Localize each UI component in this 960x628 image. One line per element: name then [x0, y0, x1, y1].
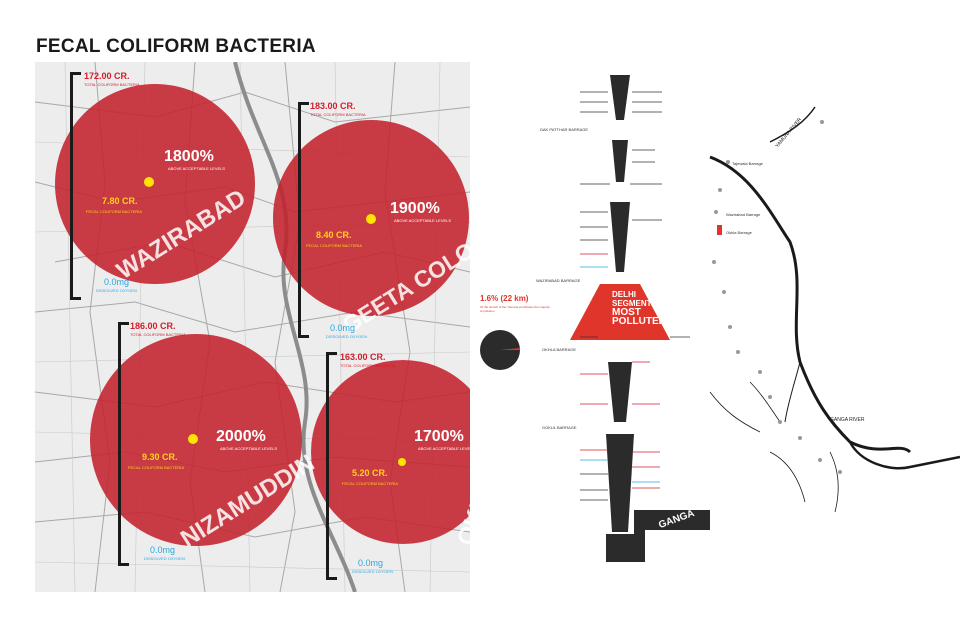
pie-value: 1.6% (22 km): [480, 294, 529, 303]
geeta-colony-sample-dot: [366, 214, 376, 224]
delhi-segment-shape: [570, 284, 670, 340]
tajewala-label: Tajewala Barrage: [732, 161, 763, 166]
okhla-percent: 1700%: [414, 428, 464, 445]
nizamuddin-bracket: [118, 322, 129, 566]
nizamuddin-percent-label: ABOVE ACCEPTABLE LEVELS: [220, 446, 278, 451]
wazirabad-measured: 7.80 CR.: [102, 196, 138, 206]
okhla-bracket: [326, 352, 337, 580]
wazirabad-measured-label: FECAL COLIFORM BACTERIA: [86, 209, 143, 214]
geeta-colony-measured: 8.40 CR.: [316, 230, 352, 240]
geeta-colony-total-label: TOTAL COLIFORM BACTERIA: [310, 112, 366, 117]
okhla-measured: 5.20 CR.: [352, 468, 388, 478]
geeta-colony-zero: 0.0mg: [330, 323, 356, 333]
okhla-circle: [311, 360, 470, 544]
nizamuddin-measured: 9.30 CR.: [142, 452, 178, 462]
wazirabad-zero-label: DISSOLVED OXYGEN: [96, 288, 137, 293]
geeta-colony-measured-label: FECAL COLIFORM BACTERIA: [306, 243, 363, 248]
nizamuddin-zero: 0.0mg: [150, 545, 176, 555]
wazirabad-percent-label: ABOVE ACCEPTABLE LEVELS: [168, 166, 226, 171]
barrage-label-2: WAZIRABAD BARRAGE: [536, 278, 581, 283]
okhla-percent-label: ABOVE ACCEPTABLE LEVELS: [418, 446, 476, 451]
barrage-label-1: DAK PATTHAR BARRAGE: [540, 127, 589, 132]
delhi-map: [35, 62, 470, 592]
nizamuddin-percent: 2000%: [216, 428, 266, 445]
wazirabad-zero: 0.0mg: [104, 277, 130, 287]
geeta-colony-percent-label: ABOVE ACCEPTABLE LEVELS: [394, 218, 452, 223]
delhi-segment-label: DELHI SEGMENT MOST POLLUTED: [612, 290, 666, 327]
wazirabad-bracket: [70, 72, 81, 300]
yamuna-river-line: [233, 62, 357, 592]
nizamuddin-total-label: TOTAL COLIFORM BACTERIA: [130, 332, 186, 337]
geeta-colony-total: 183.00 CR.: [310, 101, 356, 111]
barrage-label-3: OKHLA BARRAGE: [542, 347, 577, 352]
polluted-word: POLLUTED: [612, 316, 666, 327]
ganga-river-label: GANGA RIVER: [830, 417, 865, 423]
okhla-sample-dot: [398, 458, 406, 466]
pie-note: Of the stretch of the Yamuna contributes…: [480, 305, 550, 313]
page-title: FECAL COLIFORM BACTERIA: [36, 36, 316, 57]
okhla-barrage-label: Okhla Barrage: [726, 230, 752, 235]
okhla-measured-label: FECAL COLIFORM BACTERIA: [342, 481, 399, 486]
wazirabad-total-label: TOTAL COLIFORM BACTERIA: [84, 82, 140, 87]
most-word: MOST: [612, 307, 641, 318]
wazirabad-total: 172.00 CR.: [84, 71, 130, 81]
segment-word: SEGMENT: [612, 299, 652, 308]
nizamuddin-measured-label: FECAL COLIFORM BACTERIA: [128, 465, 185, 470]
geeta-colony-percent: 1900%: [390, 200, 440, 217]
flow-diagram: [480, 75, 960, 562]
delhi-word: DELHI: [612, 290, 636, 299]
nizamuddin-zero-label: DISSOLVED OXYGEN: [144, 556, 185, 561]
nizamuddin-sample-dot: [188, 434, 198, 444]
wazirabad-circle: [55, 84, 255, 284]
okhla-total: 163.00 CR.: [340, 352, 386, 362]
river-flow-panel: DAK PATTHAR BARRAGE WAZIRABAD BARRAGE OK…: [470, 62, 960, 592]
okhla-total-label: TOTAL COLIFORM BACTERIA: [340, 363, 396, 368]
wazirabad-sample-dot: [144, 177, 154, 187]
nizamuddin-total: 186.00 CR.: [130, 321, 176, 331]
barrage-label-4: GOKUL BARRAGE: [542, 425, 577, 430]
geeta-colony-zero-label: DISSOLVED OXYGEN: [326, 334, 367, 339]
okhla-zero-label: DISSOLVED OXYGEN: [352, 569, 393, 574]
geeta-colony-bracket: [298, 102, 309, 338]
wazirabad-barrage-label: Wazirabad Barrage: [726, 212, 761, 217]
wazirabad-percent: 1800%: [164, 148, 214, 165]
okhla-zero: 0.0mg: [358, 558, 384, 568]
